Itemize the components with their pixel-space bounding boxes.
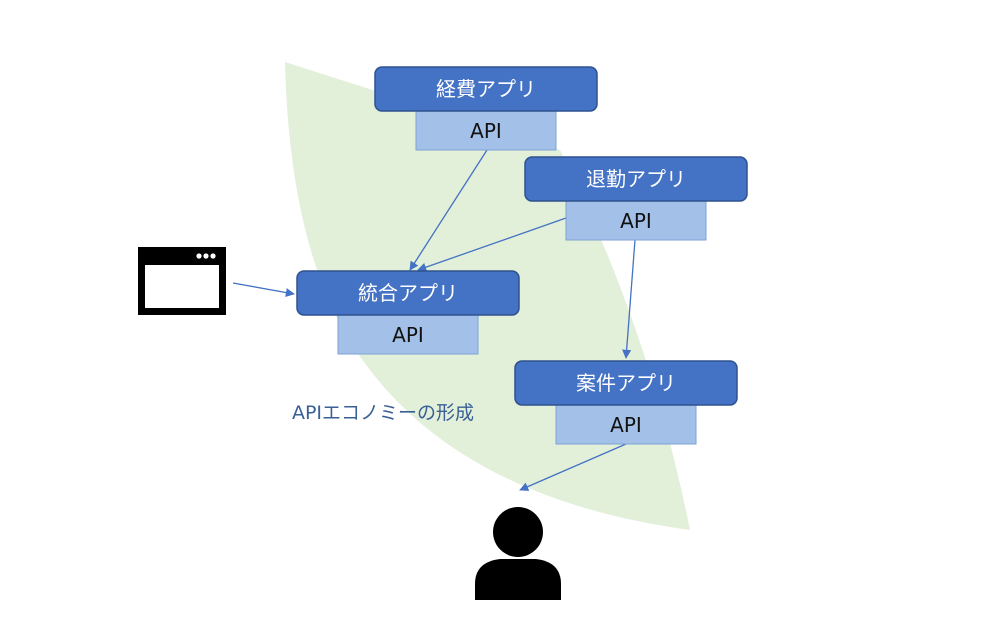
browser-window-icon: [138, 247, 226, 315]
attendance-app-api-box: [565, 199, 707, 241]
integrated-app-label: 統合アプリ: [358, 281, 458, 305]
project-app-api-label: API: [610, 413, 642, 437]
arrow-attendance-to-integrated: [417, 217, 567, 272]
project-app-label: 案件アプリ: [576, 371, 676, 395]
arrow-browser-to-integrated: [232, 282, 295, 298]
user-icon: [475, 507, 561, 600]
project-app-node: API 案件アプリ: [514, 360, 738, 445]
project-app-box: [514, 360, 738, 406]
integrated-app-api-label: API: [392, 323, 424, 347]
attendance-app-box: [524, 156, 748, 202]
integrated-app-node: API 統合アプリ: [296, 270, 520, 355]
project-app-api-box: [555, 403, 697, 445]
arrow-attendance-to-project: [622, 239, 636, 359]
arrow-project-to-user: [519, 443, 627, 491]
integrated-app-api-box: [337, 313, 479, 355]
attendance-app-node: API 退勤アプリ: [524, 156, 748, 241]
expense-app-api-box: [415, 109, 557, 151]
expense-app-api-label: API: [470, 119, 502, 143]
arrow-expense-to-integrated: [409, 149, 488, 271]
expense-app-node: API 経費アプリ: [374, 66, 598, 151]
region-label: APIエコノミーの形成: [292, 402, 474, 424]
expense-app-box: [374, 66, 598, 112]
attendance-app-label: 退勤アプリ: [586, 167, 686, 191]
integrated-app-box: [296, 270, 520, 316]
attendance-app-api-label: API: [620, 209, 652, 233]
expense-app-label: 経費アプリ: [436, 77, 536, 101]
